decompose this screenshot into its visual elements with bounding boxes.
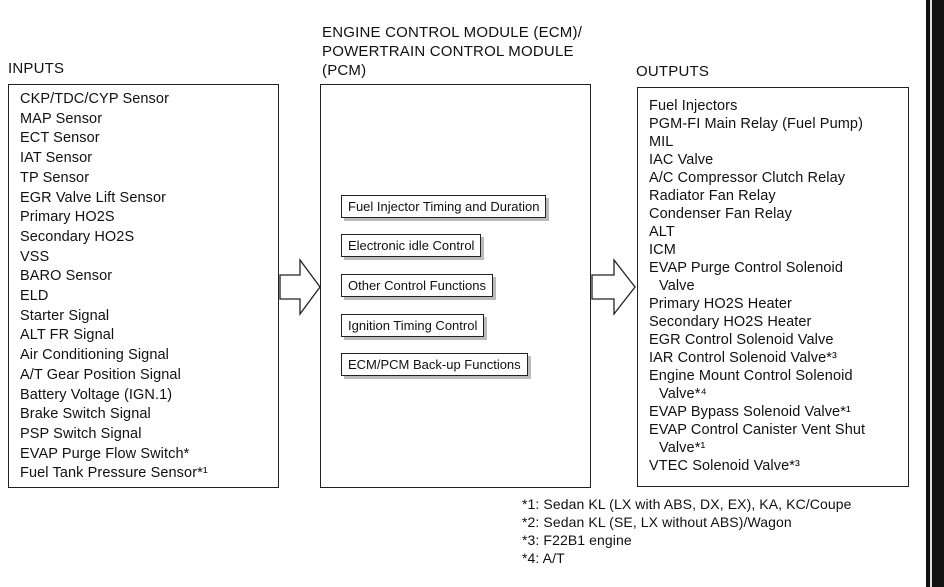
outputs-box: Fuel Injectors PGM-FI Main Relay (Fuel P… [637, 87, 909, 487]
input-item: Brake Switch Signal [20, 406, 151, 423]
footnote: *4: A/T [522, 550, 565, 566]
page-edge-highlight [930, 0, 932, 587]
ecm-box: Fuel Injector Timing and Duration Electr… [320, 84, 591, 488]
input-item: CKP/TDC/CYP Sensor [20, 91, 169, 107]
footnote: *1: Sedan KL (LX with ABS, DX, EX), KA, … [522, 496, 852, 512]
output-item: PGM-FI Main Relay (Fuel Pump) [649, 116, 863, 132]
function-box: Other Control Functions [341, 274, 494, 297]
output-item: Fuel Injectors [649, 98, 738, 114]
input-item: A/T Gear Position Signal [20, 366, 181, 383]
output-item: IAR Control Solenoid Valve*³ [649, 350, 837, 366]
output-item: Valve [659, 278, 695, 294]
output-item: EVAP Control Canister Vent Shut [649, 422, 866, 438]
function-box: Fuel Injector Timing and Duration [341, 195, 547, 218]
input-item: IAT Sensor [20, 150, 93, 167]
input-item: Starter Signal [20, 307, 110, 324]
input-item: Secondary HO2S [20, 228, 135, 245]
input-item: TP Sensor [20, 169, 90, 186]
outputs-heading: OUTPUTS [636, 63, 710, 80]
output-item: Condenser Fan Relay [649, 206, 792, 222]
input-item: VSS [20, 248, 50, 265]
output-item: Radiator Fan Relay [649, 188, 776, 204]
output-item: Valve*⁴ [659, 386, 707, 402]
footnotes: *1: Sedan KL (LX with ABS, DX, EX), KA, … [522, 496, 922, 584]
ecm-heading-line2: POWERTRAIN CONTROL MODULE [322, 43, 574, 60]
output-item: Secondary HO2S Heater [649, 314, 812, 330]
input-item: ELD [20, 288, 49, 304]
input-item: Air Conditioning Signal [20, 347, 169, 364]
footnote: *3: F22B1 engine [522, 532, 632, 548]
output-item: MIL [649, 134, 674, 150]
inputs-list: CKP/TDC/CYP Sensor MAP Sensor ECT Sensor… [20, 91, 275, 485]
ecm-heading-line1: ENGINE CONTROL MODULE (ECM)/ [322, 24, 583, 41]
input-item: BARO Sensor [20, 268, 113, 285]
output-item: Engine Mount Control Solenoid [649, 368, 853, 384]
input-item: Battery Voltage (IGN.1) [20, 386, 173, 403]
right-arrow-icon [279, 258, 321, 316]
function-box: ECM/PCM Back-up Functions [341, 353, 528, 376]
output-item: EGR Control Solenoid Valve [649, 332, 834, 348]
output-item: VTEC Solenoid Valve*³ [649, 458, 800, 474]
output-item: EVAP Bypass Solenoid Valve*¹ [649, 404, 851, 420]
outputs-list: Fuel Injectors PGM-FI Main Relay (Fuel P… [649, 98, 904, 484]
output-item: ALT [649, 224, 675, 240]
output-item: A/C Compressor Clutch Relay [649, 170, 846, 186]
output-item: ICM [649, 242, 676, 258]
ecm-heading-line3: (PCM) [322, 62, 367, 79]
output-item: IAC Valve [649, 152, 714, 168]
function-box: Electronic idle Control [341, 234, 482, 257]
input-item: EVAP Purge Flow Switch* [20, 445, 190, 462]
right-arrow-icon [591, 258, 636, 316]
function-box: Ignition Timing Control [341, 314, 485, 337]
inputs-heading: INPUTS [8, 60, 65, 77]
input-item: Fuel Tank Pressure Sensor*¹ [20, 465, 208, 482]
input-item: PSP Switch Signal [20, 425, 142, 442]
input-item: EGR Valve Lift Sensor [20, 189, 167, 206]
footnote: *2: Sedan KL (SE, LX without ABS)/Wagon [522, 514, 792, 530]
input-item: Primary HO2S [20, 209, 115, 226]
page-edge [926, 0, 944, 587]
input-item: MAP Sensor [20, 110, 103, 127]
input-item: ECT Sensor [20, 130, 100, 147]
output-item: Primary HO2S Heater [649, 296, 792, 312]
input-item: ALT FR Signal [20, 327, 115, 344]
output-item: EVAP Purge Control Solenoid [649, 260, 844, 276]
output-item: Valve*¹ [659, 440, 706, 456]
inputs-box: CKP/TDC/CYP Sensor MAP Sensor ECT Sensor… [8, 84, 279, 488]
